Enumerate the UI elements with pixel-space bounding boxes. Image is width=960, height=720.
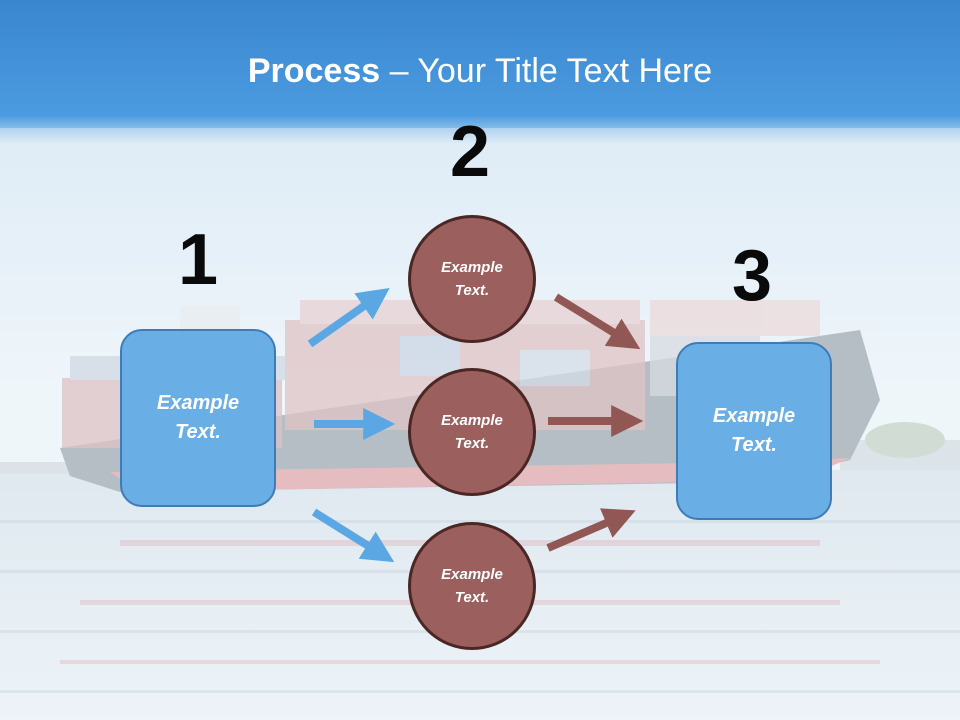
- step-1-text: Example Text.: [156, 392, 240, 443]
- step-2-node-middle[interactable]: Example Text.: [408, 368, 536, 496]
- title-bold: Process: [247, 52, 381, 90]
- arrow-bottom-to-3: [546, 508, 636, 552]
- title-rest: – Your Title Text Here: [380, 52, 713, 90]
- arrow-top-to-3: [553, 293, 641, 350]
- step-2-node-top[interactable]: Example Text.: [408, 215, 536, 343]
- step-number-3: 3: [732, 236, 773, 316]
- node-top-text: Example Text.: [441, 259, 503, 299]
- step-1-box[interactable]: Example Text.: [120, 329, 276, 507]
- node-bottom-text: Example Text.: [441, 566, 503, 606]
- step-3-text: Example Text.: [712, 405, 796, 456]
- step-3-box[interactable]: Example Text.: [676, 342, 832, 520]
- step-number-2: 2: [450, 112, 491, 192]
- node-middle-text: Example Text.: [441, 412, 503, 452]
- arrow-1-to-top: [307, 287, 390, 348]
- step-2-node-bottom[interactable]: Example Text.: [408, 522, 536, 650]
- arrow-1-to-bottom: [311, 508, 395, 563]
- slide-title: Process – Your Title Text Here: [0, 52, 960, 91]
- step-number-1: 1: [178, 220, 219, 300]
